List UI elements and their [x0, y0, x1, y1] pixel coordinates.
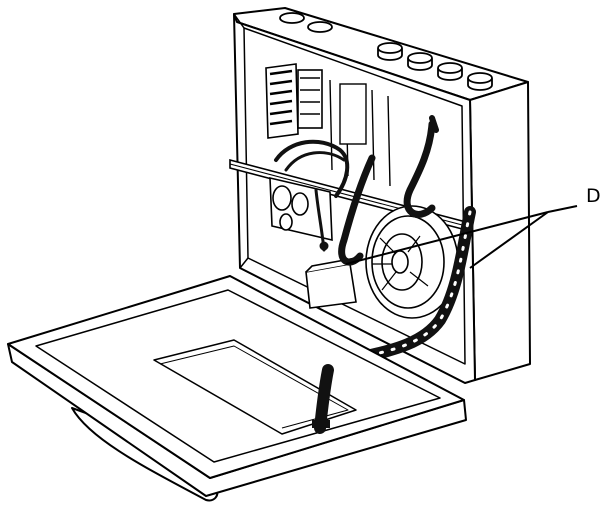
cable-gland: [467, 72, 493, 91]
callout-label-d: D: [586, 185, 600, 207]
cable-gland: [307, 21, 333, 33]
terminal-block: [265, 63, 323, 139]
enclosure-lid: [7, 275, 467, 502]
callout-leader-lines: [345, 205, 578, 269]
cable-gland: [377, 42, 403, 61]
cable-gland-group: [279, 12, 493, 91]
fan-assembly: [365, 205, 459, 319]
cable-lid-entry: [312, 364, 334, 434]
cable-gland: [279, 12, 305, 24]
cable-gland: [437, 62, 463, 81]
cable-gland: [407, 52, 433, 71]
